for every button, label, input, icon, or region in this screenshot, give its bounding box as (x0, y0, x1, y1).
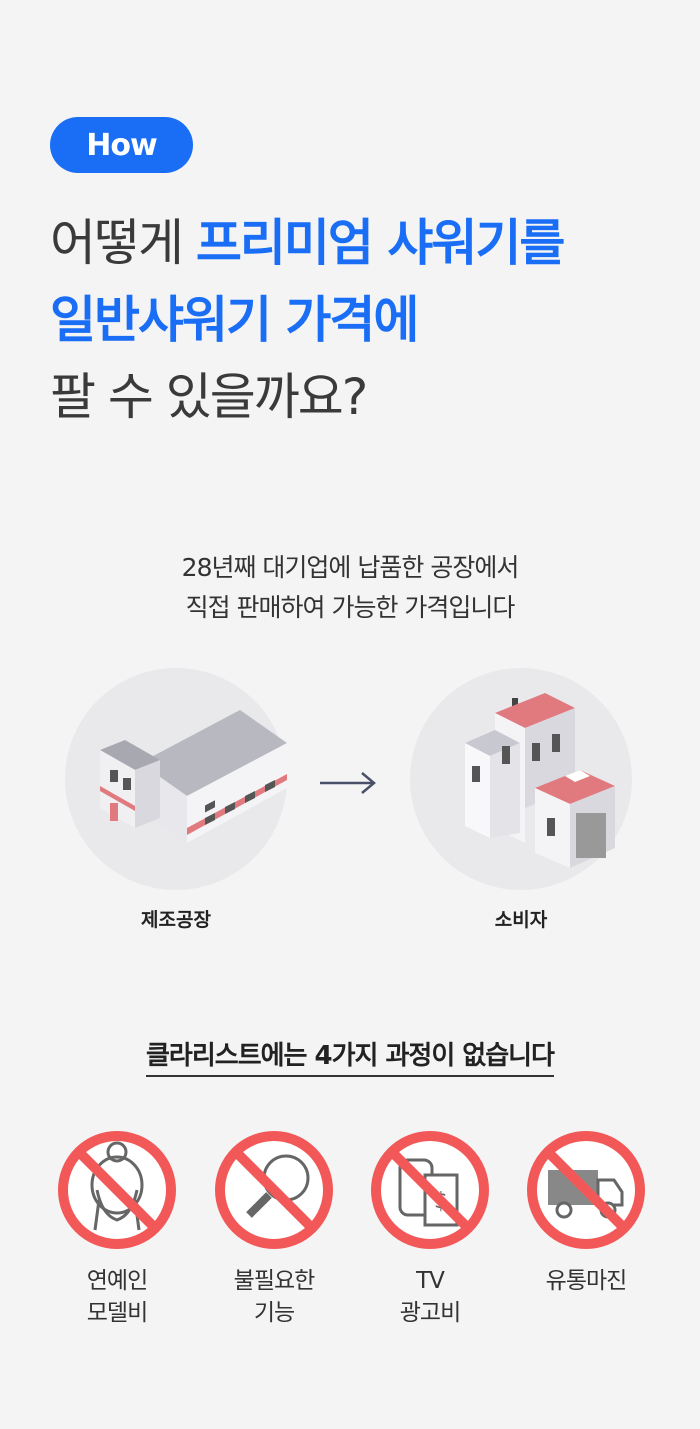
house-icon (465, 693, 615, 868)
tv-ad-receipt-icon: $ (371, 1131, 489, 1249)
subheading-text: 클라리스트에는 4가지 과정이 없습니다 (146, 1041, 555, 1077)
removed-step-label: 불필요한 기능 (199, 1265, 349, 1329)
house-illustration (410, 668, 632, 890)
step-line: 모델비 (86, 1300, 148, 1326)
from-label: 제조공장 (141, 909, 211, 931)
step-line: 광고비 (399, 1300, 461, 1326)
removed-step-label: 유통마진 (511, 1265, 661, 1297)
headline-plain: 어떻게 (50, 214, 196, 272)
right-arrow-icon (320, 772, 376, 794)
removed-step-label: 연예인 모델비 (42, 1265, 192, 1329)
model-face-icon (58, 1131, 176, 1249)
step-line: 유통마진 (545, 1268, 628, 1294)
intro-text: 28년째 대기업에 납품한 공장에서 직접 판매하여 가능한 가격입니다 (0, 548, 700, 628)
headline-highlight-2: 일반샤워기 가격에 (50, 291, 419, 349)
subheading: 클라리스트에는 4가지 과정이 없습니다 (0, 1035, 700, 1077)
factory-illustration (65, 668, 287, 890)
step-line: 불필요한 (233, 1268, 316, 1294)
step-line: 연예인 (86, 1268, 148, 1294)
how-badge: How (50, 117, 193, 173)
magnifier-icon (215, 1131, 333, 1249)
headline-highlight: 프리미엄 샤워기를 (195, 214, 565, 272)
step-line: TV (416, 1268, 445, 1294)
delivery-truck-icon (527, 1131, 645, 1249)
to-label: 소비자 (494, 909, 548, 931)
factory-icon (100, 710, 287, 843)
step-line: 기능 (253, 1300, 295, 1326)
removed-step-label: TV 광고비 (355, 1265, 505, 1329)
headline-plain-2: 팔 수 있을까요? (50, 368, 368, 426)
intro-line: 직접 판매하여 가능한 가격입니다 (185, 593, 516, 622)
page-headline: 어떻게 프리미엄 샤워기를 일반샤워기 가격에 팔 수 있을까요? (50, 205, 690, 436)
intro-line: 28년째 대기업에 납품한 공장에서 (181, 553, 520, 582)
